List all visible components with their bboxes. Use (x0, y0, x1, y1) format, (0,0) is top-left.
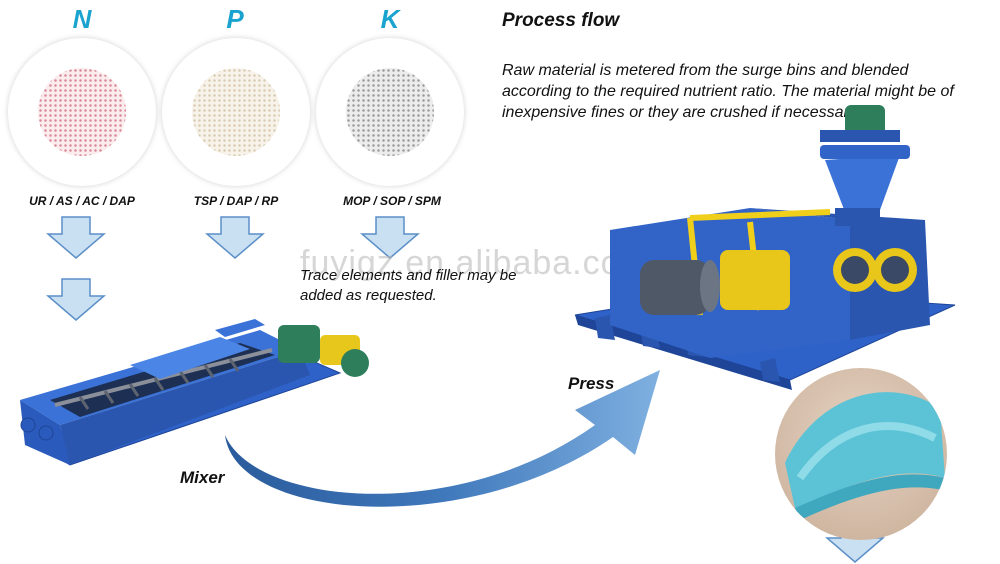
nutrient-circle (8, 38, 156, 186)
arrow-down-icon (360, 216, 420, 259)
arrow-down-icon (46, 216, 106, 259)
nutrient-circle (316, 38, 464, 186)
arrow-down-icon (205, 216, 265, 259)
nutrient-sources: MOP / SOP / SPM (343, 194, 441, 208)
granule-pattern (346, 68, 434, 156)
process-description: Raw material is metered from the surge b… (502, 62, 954, 121)
nutrient-sources: TSP / DAP / RP (193, 194, 279, 208)
mixer-label: Mixer (180, 468, 225, 487)
nutrient-letter: K (380, 4, 400, 34)
compacted-sheet-image (785, 392, 945, 520)
press-label: Press (568, 374, 615, 393)
nutrient-circle (162, 38, 310, 186)
granule-pattern (192, 68, 280, 156)
nutrient-sources: UR / AS / AC / DAP (29, 194, 135, 208)
watermark: fuyigz.en.alibaba.com (300, 244, 650, 282)
arrow-down-icon (46, 278, 106, 321)
nutrient-letter: P (226, 4, 244, 34)
granule-pattern (38, 68, 126, 156)
mixer-machine (20, 319, 369, 466)
product-closeup (775, 368, 947, 540)
press-machine (574, 105, 956, 390)
trace-note: Trace elements and filler may be added a… (300, 267, 517, 304)
process-heading: Process flow (502, 10, 620, 31)
nutrient-letter: N (72, 4, 92, 34)
